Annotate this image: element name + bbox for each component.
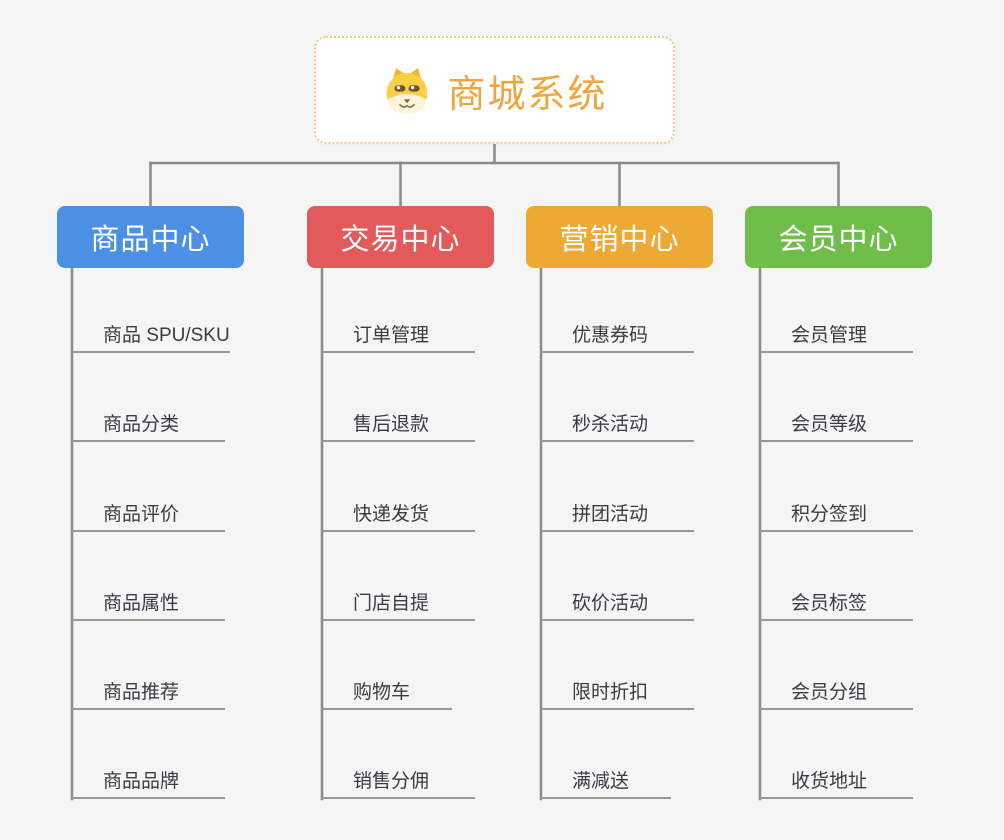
subtopic-node[interactable]: 秒杀活动 [541,410,694,442]
subtopic-node[interactable]: 积分签到 [760,500,913,532]
subtopic-node[interactable]: 商品分类 [72,410,225,442]
subtopic-node[interactable]: 会员等级 [760,410,913,442]
subtopic-node[interactable]: 商品 SPU/SKU [72,321,230,353]
subtopic-node[interactable]: 快递发货 [322,500,475,532]
subtopic-node[interactable]: 商品推荐 [72,678,225,710]
subtopic-node[interactable]: 满减送 [541,767,671,799]
subtopic-node[interactable]: 砍价活动 [541,589,694,621]
subtopic-node[interactable]: 购物车 [322,678,452,710]
subtopic-node[interactable]: 会员管理 [760,321,913,353]
branch-node-product-center[interactable]: 商品中心 [57,206,244,268]
subtopic-node[interactable]: 售后退款 [322,410,475,442]
subtopic-node[interactable]: 商品品牌 [72,767,225,799]
subtopic-node[interactable]: 优惠券码 [541,321,694,353]
subtopic-node[interactable]: 门店自提 [322,589,475,621]
subtopic-node[interactable]: 收货地址 [760,767,913,799]
subtopic-node[interactable]: 商品属性 [72,589,225,621]
dog-face-icon [387,68,428,114]
root-node[interactable]: 商城系统 [314,36,675,144]
subtopic-node[interactable]: 拼团活动 [541,500,694,532]
root-label: 商城系统 [447,73,608,116]
subtopic-node[interactable]: 会员分组 [760,678,913,710]
subtopic-node[interactable]: 商品评价 [72,500,225,532]
branch-node-trade-center[interactable]: 交易中心 [307,206,494,268]
subtopic-node[interactable]: 销售分佣 [322,767,475,799]
subtopic-node[interactable]: 会员标签 [760,589,913,621]
subtopic-node[interactable]: 限时折扣 [541,678,694,710]
branch-node-marketing-center[interactable]: 营销中心 [526,206,713,268]
branch-node-member-center[interactable]: 会员中心 [745,206,932,268]
subtopic-node[interactable]: 订单管理 [322,321,475,353]
